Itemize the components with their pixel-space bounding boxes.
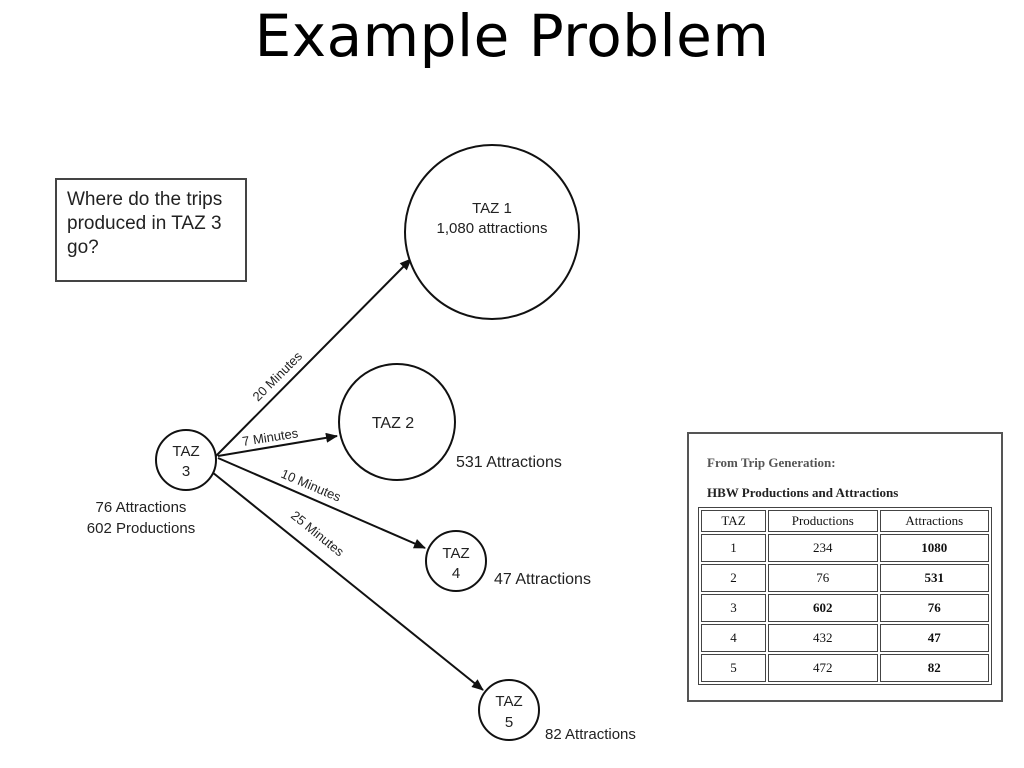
taz4-label-line1: TAZ — [442, 545, 469, 562]
cell-attractions: 1080 — [879, 534, 989, 562]
taz3-node — [155, 429, 217, 491]
table-header-row: TAZ Productions Attractions — [701, 510, 989, 532]
table-row: 5 472 82 — [701, 654, 989, 682]
table-subcaption: HBW Productions and Attractions — [707, 485, 899, 500]
cell-taz: 1 — [701, 534, 767, 562]
taz5-attractions: 82 Attractions — [545, 726, 636, 743]
hbw-table: TAZ Productions Attractions 1 234 1080 2… — [698, 507, 992, 685]
taz4-label-line2: 4 — [452, 565, 460, 582]
table-row: 4 432 47 — [701, 624, 989, 652]
header-taz: TAZ — [701, 510, 767, 532]
question-box: Where do the trips produced in TAZ 3 go? — [55, 178, 247, 282]
edge-label-taz2: 7 Minutes — [241, 425, 300, 449]
table-row: 3 602 76 — [701, 594, 989, 622]
cell-attractions: 82 — [879, 654, 989, 682]
taz4-node — [425, 530, 487, 592]
edge-taz3-taz4 — [217, 457, 426, 549]
table-row: 1 234 1080 — [701, 534, 989, 562]
header-productions: Productions — [768, 510, 878, 532]
taz3-productions: 602 Productions — [87, 520, 195, 537]
cell-attractions: 76 — [879, 594, 989, 622]
taz3-label-line2: 3 — [182, 463, 190, 480]
taz4-attractions: 47 Attractions — [494, 571, 591, 588]
taz2-label-line1: TAZ 2 — [372, 415, 414, 432]
taz5-label-line2: 5 — [505, 714, 513, 731]
cell-productions: 472 — [768, 654, 878, 682]
edge-label-taz5: 25 Minutes — [288, 508, 347, 560]
cell-productions: 602 — [768, 594, 878, 622]
cell-taz: 2 — [701, 564, 767, 592]
taz1-node — [404, 144, 580, 320]
cell-productions: 76 — [768, 564, 878, 592]
taz2-node — [338, 363, 456, 481]
cell-taz: 3 — [701, 594, 767, 622]
taz2-attractions: 531 Attractions — [456, 454, 562, 471]
trip-generation-table-panel: From Trip Generation: HBW Productions an… — [687, 432, 1003, 702]
edge-taz3-taz1 — [215, 258, 412, 457]
cell-productions: 432 — [768, 624, 878, 652]
taz5-label-line1: TAZ — [495, 693, 522, 710]
table-caption: From Trip Generation: — [707, 455, 836, 470]
taz5-node — [478, 679, 540, 741]
taz3-attractions: 76 Attractions — [96, 499, 187, 516]
slide-title: Example Problem — [254, 2, 770, 70]
edge-taz3-taz2 — [217, 432, 338, 457]
taz1-label-line1: TAZ 1 — [472, 200, 512, 217]
table-row: 2 76 531 — [701, 564, 989, 592]
edge-label-taz1: 20 Minutes — [250, 348, 306, 404]
cell-productions: 234 — [768, 534, 878, 562]
taz3-label-line1: TAZ — [172, 443, 199, 460]
cell-taz: 5 — [701, 654, 767, 682]
cell-attractions: 531 — [879, 564, 989, 592]
header-attractions: Attractions — [879, 510, 989, 532]
edge-taz3-taz5 — [211, 471, 484, 691]
cell-attractions: 47 — [879, 624, 989, 652]
cell-taz: 4 — [701, 624, 767, 652]
taz1-label-line2: 1,080 attractions — [437, 220, 548, 237]
